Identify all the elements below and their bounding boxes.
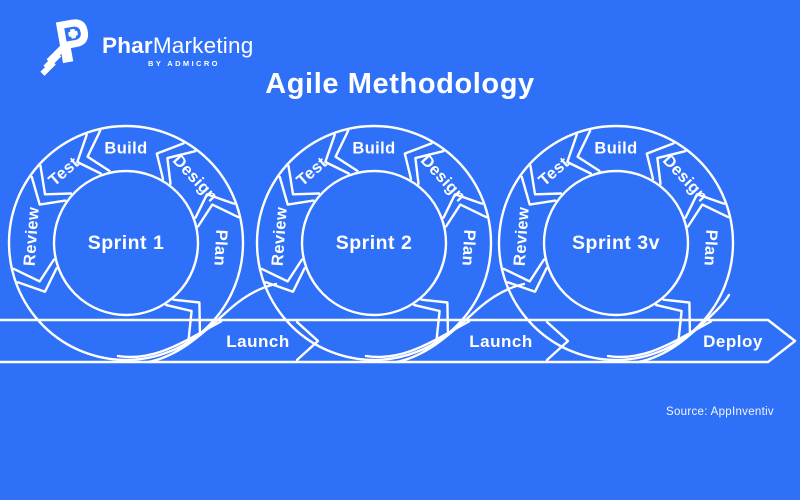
ring-step-label: Review (21, 206, 43, 266)
ring-step-arrow (196, 203, 240, 228)
ring-step-arrow (165, 303, 193, 341)
ring-step-arrow (566, 133, 592, 175)
band-label-2: Launch (469, 332, 532, 351)
ring-step-arrow (645, 142, 675, 181)
ring-step-arrow (86, 129, 111, 173)
ring-step-label: Design (659, 151, 711, 205)
ring-step-arrow (662, 298, 692, 333)
ring-step-arrow (403, 142, 433, 181)
ring-step-label: Design (169, 151, 221, 205)
ring-step-arrow (278, 175, 315, 206)
ring-step-arrow (506, 267, 548, 293)
ring-step-arrow (166, 149, 197, 186)
band-label-1: Launch (226, 332, 289, 351)
ring-step-arrow (264, 267, 306, 293)
ring-step-arrow (12, 258, 56, 283)
band-chevron-separator-1 (295, 320, 320, 362)
ring-step-arrow (529, 164, 563, 196)
ring-step-arrow (194, 193, 236, 219)
ring-step-arrow (520, 175, 557, 206)
brand-name-bold: Phar (102, 33, 153, 58)
brand-text: PharMarketing BY ADMICRO (102, 34, 253, 68)
ring-step-arrow (413, 303, 441, 341)
pharmarketing-logo-icon (40, 19, 89, 76)
ring-step-label: Build (352, 140, 395, 158)
ring-step-arrow (16, 267, 58, 293)
ring-step-arrow (414, 149, 445, 186)
flow-band (0, 318, 797, 364)
ring-step-arrow (324, 133, 350, 175)
ring-step-arrow (76, 133, 102, 175)
brand-name-regular: Marketing (152, 33, 254, 58)
ring-step-arrow (686, 203, 730, 228)
ring-step-arrow (420, 298, 450, 333)
ring-step-arrow (442, 193, 484, 219)
ring-step-label: Build (594, 140, 637, 158)
ring-step-label: Plan (700, 229, 720, 266)
ring-step-label: Review (269, 206, 291, 266)
ring-step-arrow (502, 258, 546, 283)
ring-step-label: Plan (458, 229, 478, 266)
ring-inner-circle (300, 169, 448, 317)
ring-step-arrow (260, 258, 304, 283)
ring-step-label: Design (417, 151, 469, 205)
ring-step-label: Plan (210, 229, 230, 266)
ring-step-arrow (656, 149, 687, 186)
ring-outer-circle (7, 124, 245, 362)
ring-step-label: Review (511, 206, 533, 266)
sprint-label: Sprint 1 (88, 232, 165, 254)
brand-tagline: BY ADMICRO (148, 58, 220, 68)
ring-crossover-curve (146, 282, 278, 364)
ring-step-arrow (155, 142, 185, 181)
ring-step-arrow (172, 298, 202, 333)
flow-band-outline (0, 318, 797, 364)
ring-step-arrow (287, 164, 321, 196)
band-chevron-separator-2 (545, 320, 570, 362)
ring-inner-circle (52, 169, 200, 317)
ring-step-arrow (444, 203, 488, 228)
ring-step-arrow (576, 129, 601, 173)
ring-inner-circle (542, 169, 690, 317)
ring-crossover-curve (636, 293, 731, 364)
ring-step-arrow (655, 303, 683, 341)
sprint-label: Sprint 2 (336, 232, 413, 254)
ring-step-label: Build (104, 140, 147, 158)
pharmarketing-logo: PharMarketing BY ADMICRO (28, 14, 253, 80)
ring-step-arrow (334, 129, 359, 173)
page-title: Agile Methodology (265, 68, 535, 100)
ring-step-arrow (39, 164, 73, 196)
sprint-label: Sprint 3v (572, 232, 660, 254)
ring-step-arrow (684, 193, 726, 219)
ring-outer-circle (255, 124, 493, 362)
ring-outer-circle (497, 124, 735, 362)
source-note: Source: AppInventiv (666, 406, 774, 418)
ring-step-arrow (30, 175, 67, 206)
band-label-3: Deploy (703, 332, 763, 351)
